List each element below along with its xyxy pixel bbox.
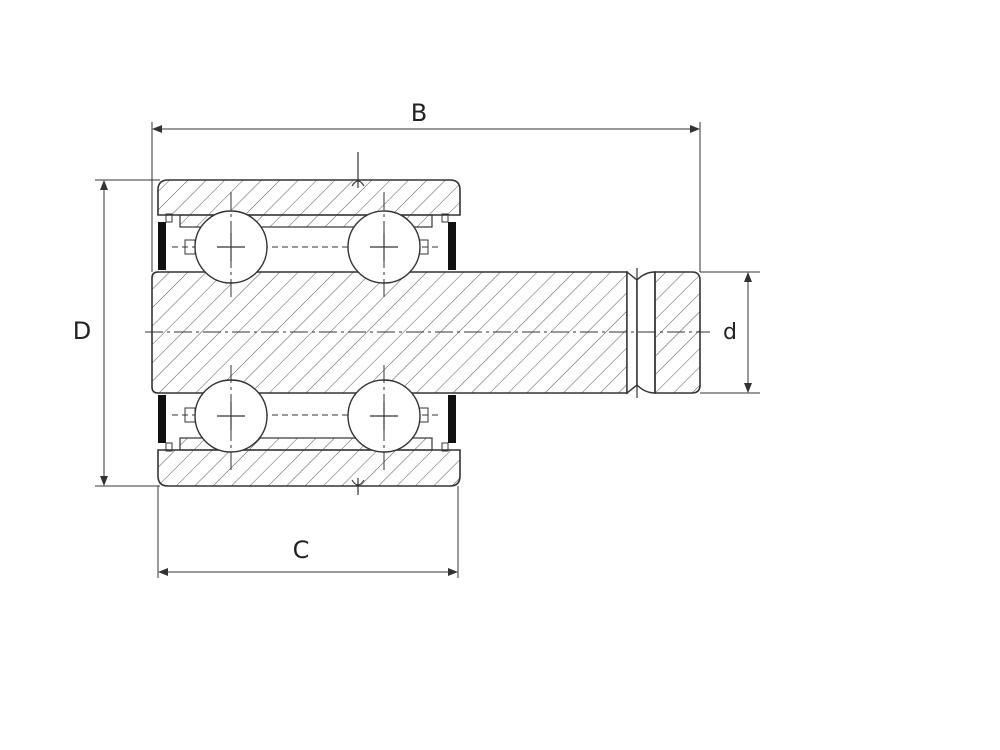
label-c: C <box>293 536 310 564</box>
label-d-outer: D <box>73 317 91 345</box>
seal-bottom-left <box>158 395 166 443</box>
outer-ring-top <box>157 152 461 228</box>
seal-bottom-right <box>448 395 456 443</box>
label-d-stud: d <box>723 320 737 345</box>
seals <box>158 213 456 452</box>
outer-ring-bottom <box>157 437 461 495</box>
stud-shaft <box>151 268 701 398</box>
label-b: B <box>411 99 427 127</box>
center-lines <box>145 192 710 470</box>
seal-top-right <box>448 222 456 270</box>
seal-top-left <box>158 222 166 270</box>
